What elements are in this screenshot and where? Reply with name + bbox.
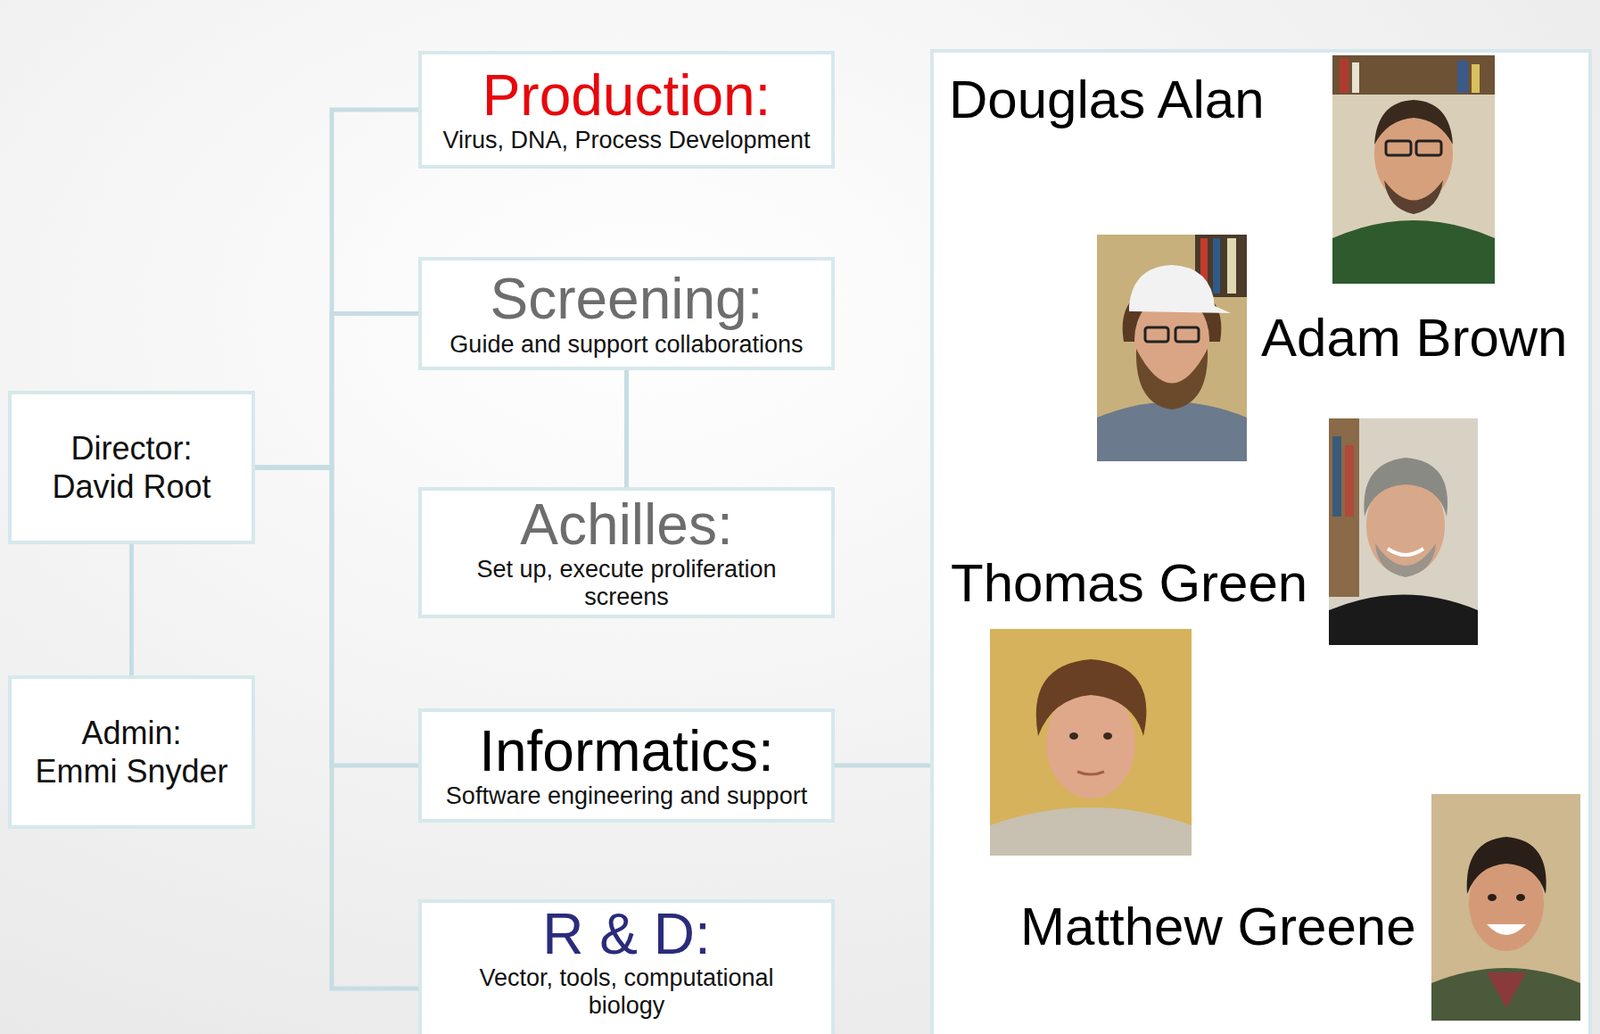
glasses: [1145, 327, 1169, 342]
glasses: [1175, 327, 1199, 342]
plaid-shirt: [1486, 972, 1526, 1008]
eye: [1103, 732, 1113, 740]
admin-box: Admin:Emmi Snyder: [8, 675, 256, 829]
shirt: [1328, 594, 1478, 646]
connector-line: [255, 467, 419, 989]
team-box: R & D:Vector, tools, computational biolo…: [418, 898, 835, 1034]
connector-line: [255, 109, 419, 468]
book-spine: [1344, 445, 1354, 517]
staff-name: Matthew Greene: [1020, 895, 1417, 957]
book-spine: [1332, 436, 1342, 517]
staff-panel: Douglas AlanAdam BrownThomas GreenMatthe…: [930, 49, 1592, 1034]
box-heading: Informatics:: [478, 720, 775, 783]
portrait-photo: [1328, 418, 1478, 645]
connector-line: [129, 544, 134, 676]
box-heading: Screening:: [490, 268, 764, 330]
connector-line: [624, 370, 629, 487]
beard: [1136, 348, 1208, 410]
portrait-photo: [1096, 234, 1247, 462]
portrait-photo: [1332, 55, 1495, 284]
portrait-photo: [1431, 793, 1581, 1021]
glasses: [1416, 140, 1442, 156]
beard: [1384, 180, 1444, 215]
box-heading: Achilles:: [519, 494, 733, 556]
box-body: David Root: [51, 467, 211, 506]
box-body: Set up, execute proliferation screens: [448, 555, 806, 611]
plaid-shirt: [1096, 402, 1247, 462]
team-box: Screening:Guide and support collaboratio…: [418, 256, 835, 371]
staff-name: Adam Brown: [1261, 306, 1568, 369]
photo-ground: [1332, 55, 1495, 284]
book-spine: [1457, 60, 1469, 93]
eye: [1069, 732, 1079, 740]
book-spine: [1339, 58, 1349, 93]
photo-ground: [1431, 793, 1581, 1021]
hair: [1036, 659, 1147, 736]
eye: [1516, 893, 1526, 901]
book-spine: [1471, 64, 1480, 93]
connector-line: [255, 467, 419, 766]
connector-line: [834, 763, 931, 768]
mouth: [1077, 771, 1105, 775]
book-shelf: [1332, 55, 1495, 95]
team-box: Informatics:Software engineering and sup…: [418, 708, 835, 823]
book-shelf: [1328, 418, 1360, 597]
shirt: [989, 807, 1192, 856]
box-body: Virus, DNA, Process Development: [442, 126, 810, 155]
photo-ground: [1096, 234, 1247, 462]
box-body: Vector, tools, computational biology: [448, 964, 806, 1020]
box-body: Software engineering and support: [445, 782, 808, 810]
smile: [1486, 923, 1526, 935]
connector-line: [255, 313, 419, 469]
box-heading: Admin:: [81, 713, 182, 752]
panel-fill: [930, 49, 1592, 1034]
glasses: [1385, 140, 1411, 156]
team-box: Production:Virus, DNA, Process Developme…: [418, 50, 835, 169]
hair: [1374, 99, 1453, 145]
box-body: Guide and support collaborations: [449, 330, 803, 359]
jacket: [1431, 967, 1581, 1021]
portrait-photo: [989, 628, 1192, 856]
photo-ground: [1328, 418, 1478, 645]
staff-name: Thomas Green: [950, 552, 1308, 614]
smile: [1387, 548, 1424, 555]
beard: [1375, 543, 1436, 578]
box-heading: R & D:: [542, 904, 710, 965]
box-heading: Production:: [482, 65, 772, 127]
eye: [1487, 893, 1497, 901]
photo-ground: [989, 628, 1192, 856]
hair: [1363, 457, 1448, 517]
book-spine: [1212, 238, 1221, 294]
team-box: Achilles:Set up, execute proliferation s…: [418, 486, 835, 619]
box-heading: Director:: [70, 428, 192, 468]
hair: [1467, 836, 1547, 894]
director-box: Director:David Root: [8, 390, 256, 545]
box-body: Emmi Snyder: [34, 751, 228, 791]
cap: [1129, 264, 1231, 314]
book-spine: [1352, 62, 1360, 93]
book-spine: [1227, 238, 1237, 294]
staff-name: Douglas Alan: [948, 68, 1265, 131]
jacket: [1332, 220, 1495, 284]
